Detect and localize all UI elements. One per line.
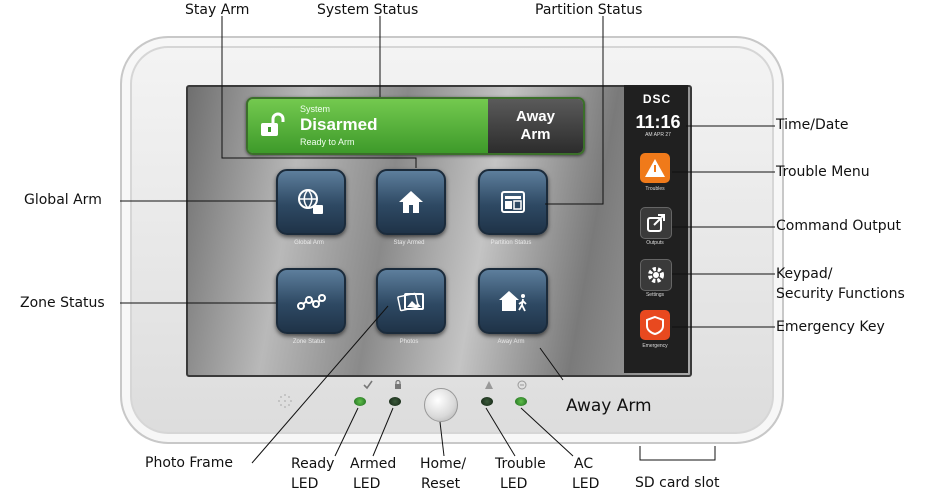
plug-icon <box>517 380 527 390</box>
callout-home-reset-1: Home/ <box>420 456 467 472</box>
tile-label-zone-status: Zone Status <box>292 339 326 345</box>
tile-label-partition-status: Partition Status <box>490 240 532 246</box>
checkmark-icon <box>363 380 373 390</box>
away-arm-tile[interactable] <box>478 268 548 334</box>
brand-logo: DSC <box>642 92 672 106</box>
output-arrow-icon <box>647 214 665 232</box>
away-arm-quick-button[interactable]: Away Arm <box>488 99 583 153</box>
ac-led <box>515 397 527 406</box>
callout-ready-led-2: LED <box>291 476 319 492</box>
photos-icon <box>397 292 424 312</box>
system-status-panel[interactable]: System Disarmed Ready to Arm <box>248 99 488 153</box>
ready-led <box>354 397 366 406</box>
photos-tile[interactable] <box>376 268 446 334</box>
callout-trouble-menu: Trouble Menu <box>776 164 870 180</box>
house-icon <box>399 191 423 213</box>
speaker-icon <box>278 394 292 408</box>
tile-label-stay-armed: Stay Armed <box>393 240 425 246</box>
warning-small-icon <box>485 381 493 389</box>
sidebar-label-settings: Settings <box>645 292 665 298</box>
globe-lock-icon <box>298 189 323 214</box>
trouble-led <box>481 397 493 406</box>
warning-icon <box>645 159 665 177</box>
callout-zone-status: Zone Status <box>20 295 105 311</box>
trouble-menu-button[interactable] <box>640 153 670 183</box>
command-output-button[interactable] <box>640 207 672 239</box>
armed-led <box>389 397 401 406</box>
zones-icon <box>297 294 326 310</box>
callout-ac-led-2: LED <box>572 476 600 492</box>
zone-status-tile[interactable] <box>276 268 346 334</box>
callout-trouble-led-1: Trouble <box>495 456 546 472</box>
callout-home-reset-2: Reset <box>421 476 461 492</box>
partition-icon <box>501 191 525 213</box>
callout-time-date: Time/Date <box>776 117 849 133</box>
callout-system-status: System Status <box>317 2 419 18</box>
settings-button[interactable] <box>640 259 672 291</box>
callout-armed-led-2: LED <box>353 476 381 492</box>
sidebar-label-outputs: Outputs <box>646 240 664 246</box>
callout-command-output: Command Output <box>776 218 902 234</box>
status-sub: Ready to Arm <box>300 137 355 147</box>
callout-armed-led-1: Armed <box>350 456 397 472</box>
away-arm-line1: Away <box>516 108 555 125</box>
callout-photo-frame: Photo Frame <box>145 455 234 471</box>
callout-global-arm: Global Arm <box>24 192 102 208</box>
callout-ac-led-1: AC <box>574 456 594 472</box>
away-arm-line2: Arm <box>520 126 551 143</box>
status-label: System <box>300 104 331 114</box>
callout-away-arm: Away Arm <box>566 396 652 416</box>
lock-icon <box>395 380 401 389</box>
home-reset-button[interactable] <box>424 388 458 422</box>
callout-trouble-led-2: LED <box>500 476 528 492</box>
emergency-button[interactable] <box>640 310 670 340</box>
callout-stay-arm: Stay Arm <box>185 2 250 18</box>
callout-keypad-line2: Security Functions <box>776 286 905 302</box>
sidebar-label-emergency: Emergency <box>642 343 668 349</box>
clock-date: AM APR 27 <box>645 132 671 138</box>
system-status-bar[interactable]: System Disarmed Ready to Arm Away Arm <box>246 97 585 155</box>
house-exit-icon <box>499 291 527 312</box>
callout-ready-led-1: Ready <box>291 456 335 472</box>
unlock-icon <box>261 112 285 136</box>
callout-emergency-key: Emergency Key <box>776 319 885 335</box>
clock-time: 11:16 <box>635 112 681 132</box>
gear-icon <box>648 267 664 283</box>
tile-label-away-arm: Away Arm <box>497 339 525 345</box>
global-arm-tile[interactable] <box>276 169 346 235</box>
shield-icon <box>646 315 664 336</box>
callout-partition-status: Partition Status <box>535 2 643 18</box>
partition-status-tile[interactable] <box>478 169 548 235</box>
tile-label-photos: Photos <box>399 339 419 345</box>
callout-keypad-line1: Keypad/ <box>776 266 833 282</box>
tile-label-global-arm: Global Arm <box>294 240 324 246</box>
sidebar-label-troubles: Troubles <box>645 186 665 192</box>
stay-armed-tile[interactable] <box>376 169 446 235</box>
callout-sd-card: SD card slot <box>635 475 720 491</box>
status-state: Disarmed <box>300 115 378 134</box>
